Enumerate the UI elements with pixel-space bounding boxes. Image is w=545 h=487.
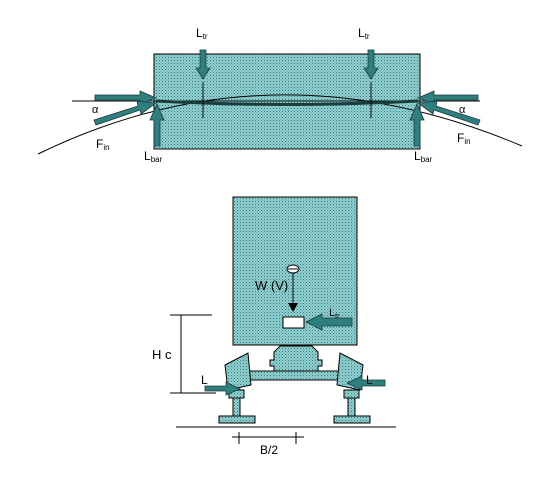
push-arrow-right [416, 90, 479, 105]
rail-base-right [333, 415, 371, 424]
axle-beam [247, 370, 341, 381]
label-ltr-left: Ltr [196, 26, 208, 41]
rail-head-right [343, 389, 360, 399]
rail-web-right [347, 397, 356, 417]
rail-curve [37, 94, 523, 155]
label-lateral-right: L [366, 373, 373, 387]
fin-arrow-right [416, 100, 481, 126]
side-view: W (V) Ltr L L H c [152, 196, 396, 457]
lbar-arrow-left [149, 103, 165, 147]
label-weight: W (V) [255, 278, 288, 293]
wheel-left [224, 352, 252, 391]
push-arrow-left [94, 90, 158, 105]
label-lt: Ltr [329, 307, 340, 320]
label-height: H c [152, 347, 172, 362]
label-lbar-left: Lbar [144, 149, 163, 164]
fin-arrow-left [93, 100, 158, 126]
rail-base-left [218, 415, 256, 424]
bar-beam [155, 99, 419, 106]
ltr-arrow-right [363, 49, 379, 80]
lbar-arrow-right [409, 103, 425, 147]
label-lbar-right: Lbar [414, 149, 433, 164]
label-ltr-right: Ltr [358, 26, 370, 41]
label-alpha-right: α [459, 104, 466, 116]
lt-arrow [305, 313, 353, 331]
rail-web-left [232, 397, 241, 417]
label-alpha-left: α [92, 104, 99, 116]
lateral-arrow-right [346, 375, 386, 391]
ltr-arrow-left [195, 49, 211, 80]
weight-arrow-head [288, 303, 298, 312]
label-half-gauge: B/2 [260, 443, 278, 457]
lateral-force-point [282, 316, 305, 329]
label-fin-right: Fin [457, 131, 471, 146]
label-fin-left: Fin [96, 137, 110, 152]
label-lateral-left: L [201, 373, 208, 387]
lateral-arrow-left [204, 381, 241, 396]
top-view: Ltr Ltr α α Fin Fin Lbar Lbar [37, 26, 523, 164]
